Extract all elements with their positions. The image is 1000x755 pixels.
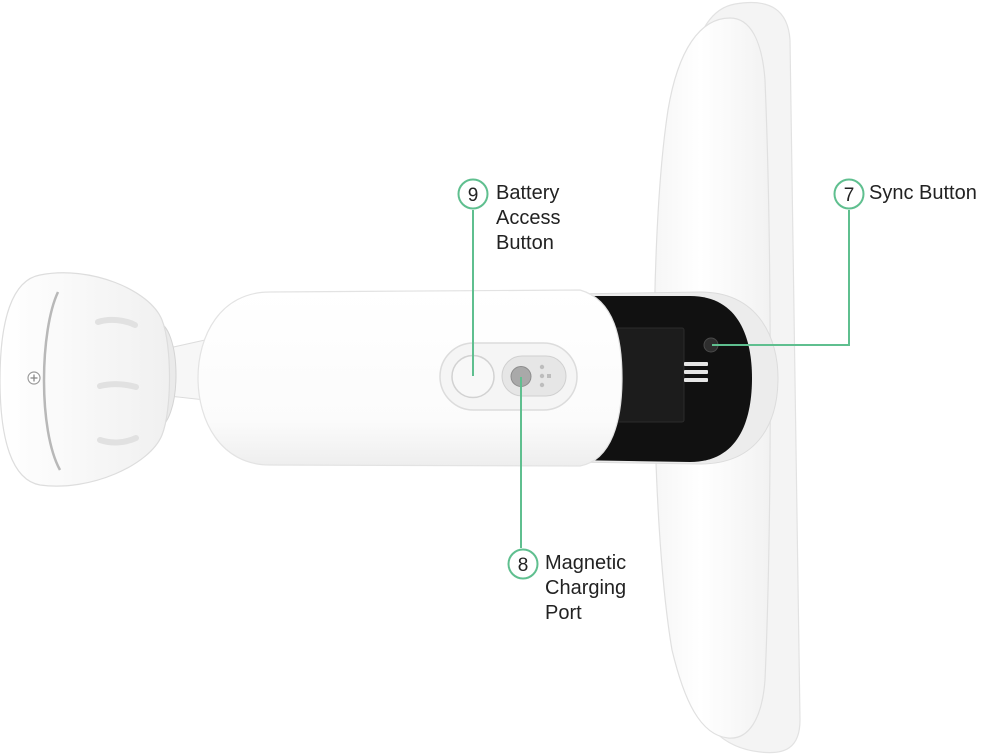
mount-rim: [42, 291, 62, 471]
callout-label-charging-line-1: Magnetic: [545, 552, 627, 574]
callout-number-sync: 7: [844, 185, 855, 206]
camera-body-shell: [197, 289, 623, 467]
callout-label-charging: Magnetic Charging Port: [545, 551, 626, 626]
callout-label-sync-line-1: Sync Button: [869, 182, 977, 204]
callout-label-charging-line-2: Charging: [545, 577, 627, 599]
pogo-contacts-icon: [684, 362, 708, 382]
callout-badge-charging: 8: [507, 548, 539, 580]
callout-label-battery-line-3: Button: [496, 232, 554, 254]
camera-body: [197, 289, 623, 467]
callout-label-sync: Sync Button: [869, 181, 977, 206]
callout-label-battery-line-2: Access: [496, 207, 561, 229]
screw-icon: [27, 371, 41, 385]
rear-module-panel: [611, 327, 685, 423]
callout-label-battery-line-1: Battery: [496, 182, 560, 204]
leader-line-sync: [712, 210, 850, 346]
callout-number-charging: 8: [518, 555, 529, 576]
callout-badge-battery: 9: [457, 178, 489, 210]
callout-number-battery: 9: [468, 185, 479, 206]
mount-grip-mid: [97, 381, 139, 390]
callout-badge-sync: 7: [833, 178, 865, 210]
status-dots-icon: [539, 364, 551, 388]
mount-grip-top: [95, 316, 138, 328]
ball-mount: [0, 272, 206, 487]
leader-lines: [472, 210, 850, 548]
mount-cap: [0, 272, 171, 487]
callout-label-battery: Battery Access Button: [496, 181, 560, 256]
callout-label-charging-line-3: Port: [545, 602, 582, 624]
mount-grip-bottom: [97, 435, 139, 446]
